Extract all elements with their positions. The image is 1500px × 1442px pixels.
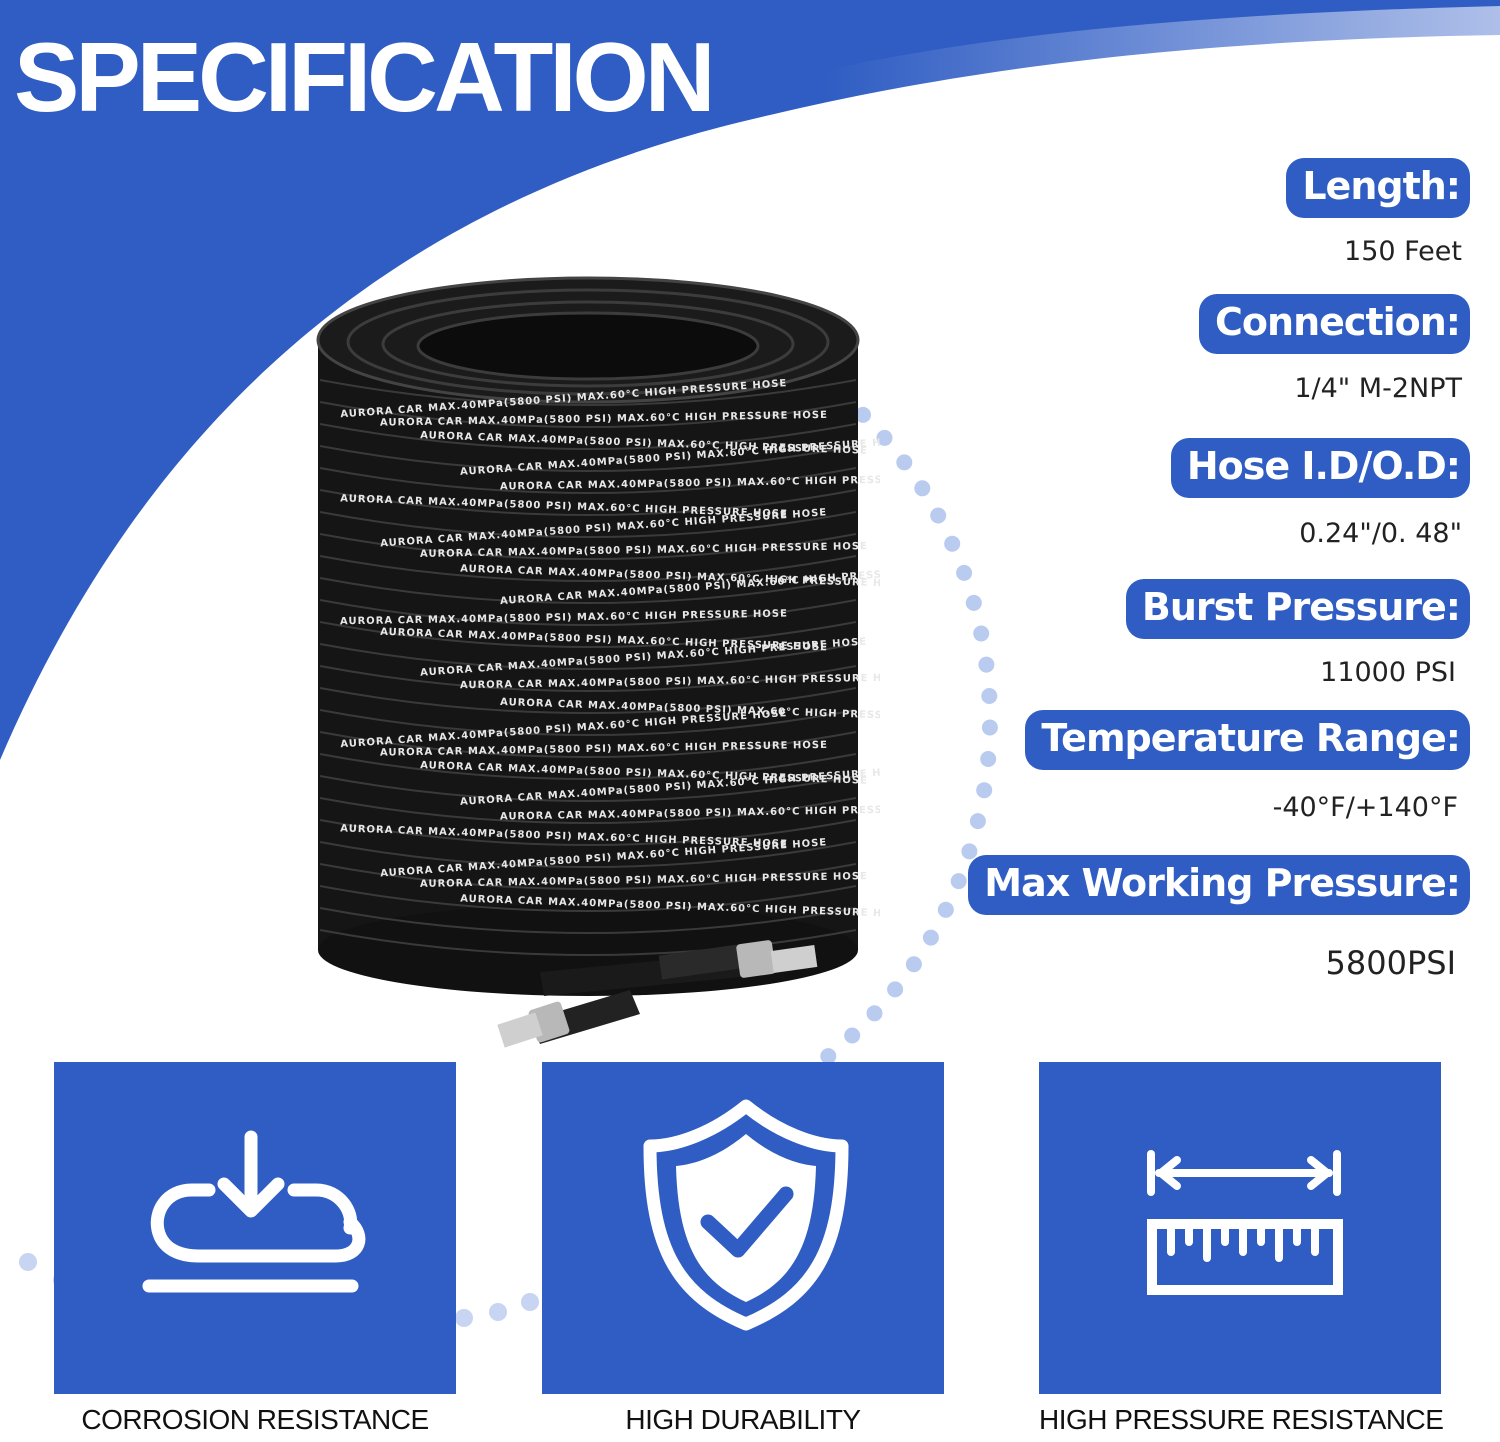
ruler-arrow-icon — [1147, 1150, 1343, 1295]
spec-value-burst-pressure: 11000 PSI — [1320, 657, 1456, 688]
spec-label-max-working-pressure: Max Working Pressure: — [968, 855, 1470, 915]
shield-check-icon — [643, 1099, 849, 1331]
spec-value-connection: 1/4" M-2NPT — [1294, 373, 1462, 404]
spec-label-hose-id-od: Hose I.D/O.D: — [1170, 438, 1470, 498]
spec-value-length: 150 Feet — [1344, 236, 1462, 267]
feature-label-durability: HIGH DURABILITY — [625, 1404, 861, 1435]
page-title: SPECIFICATION — [14, 22, 716, 132]
hose-fittings — [497, 940, 818, 1048]
spec-value-hose-id-od: 0.24"/0. 48" — [1299, 518, 1462, 549]
feature-label-pressure: HIGH PRESSURE RESISTANCE — [1039, 1404, 1444, 1435]
spec-label-burst-pressure: Burst Pressure: — [1125, 579, 1470, 639]
spec-label-temperature-range: Temperature Range: — [1025, 710, 1470, 770]
spec-label-connection: Connection: — [1199, 294, 1470, 354]
spec-value-max-working-pressure: 5800PSI — [1325, 944, 1456, 982]
spec-value-temperature-range: -40°F/+140°F — [1272, 792, 1458, 823]
spec-label-length: Length: — [1286, 158, 1470, 218]
feature-label-corrosion: CORROSION RESISTANCE — [81, 1404, 429, 1435]
hose-coil-image: AURORA CAR MAX.40MPa(5800 PSI) MAX.60°C … — [316, 276, 880, 1048]
feature-card-corrosion — [54, 1062, 456, 1394]
corrosion-icon — [142, 1130, 366, 1293]
feature-card-pressure — [1039, 1062, 1441, 1394]
feature-card-durability — [542, 1062, 944, 1394]
